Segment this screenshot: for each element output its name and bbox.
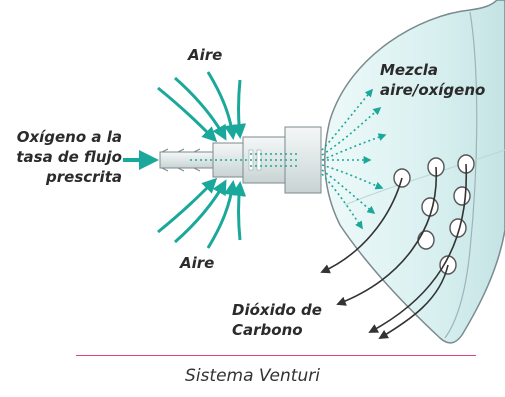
air-arrows-bottom bbox=[157, 177, 247, 249]
co2-label-line1: Dióxido de bbox=[232, 301, 322, 319]
figure-caption: Sistema Venturi bbox=[185, 366, 320, 386]
co2-arrows bbox=[320, 163, 468, 339]
mask bbox=[324, 0, 505, 344]
air-bottom-label: Aire bbox=[180, 254, 215, 272]
mix-label-line2: aire/oxígeno bbox=[380, 81, 486, 99]
mixing-flow bbox=[190, 88, 387, 230]
oxygen-label-line3: prescrita bbox=[46, 168, 122, 186]
air-top-label: Aire bbox=[188, 46, 223, 64]
mix-label-line1: Mezcla bbox=[380, 61, 438, 79]
co2-label-line2: Carbono bbox=[232, 321, 303, 339]
caption-divider bbox=[76, 355, 476, 356]
air-arrows-top bbox=[157, 71, 247, 143]
oxygen-label-line2: tasa de flujo bbox=[16, 148, 122, 166]
oxygen-label-line1: Oxígeno a la bbox=[16, 128, 122, 146]
